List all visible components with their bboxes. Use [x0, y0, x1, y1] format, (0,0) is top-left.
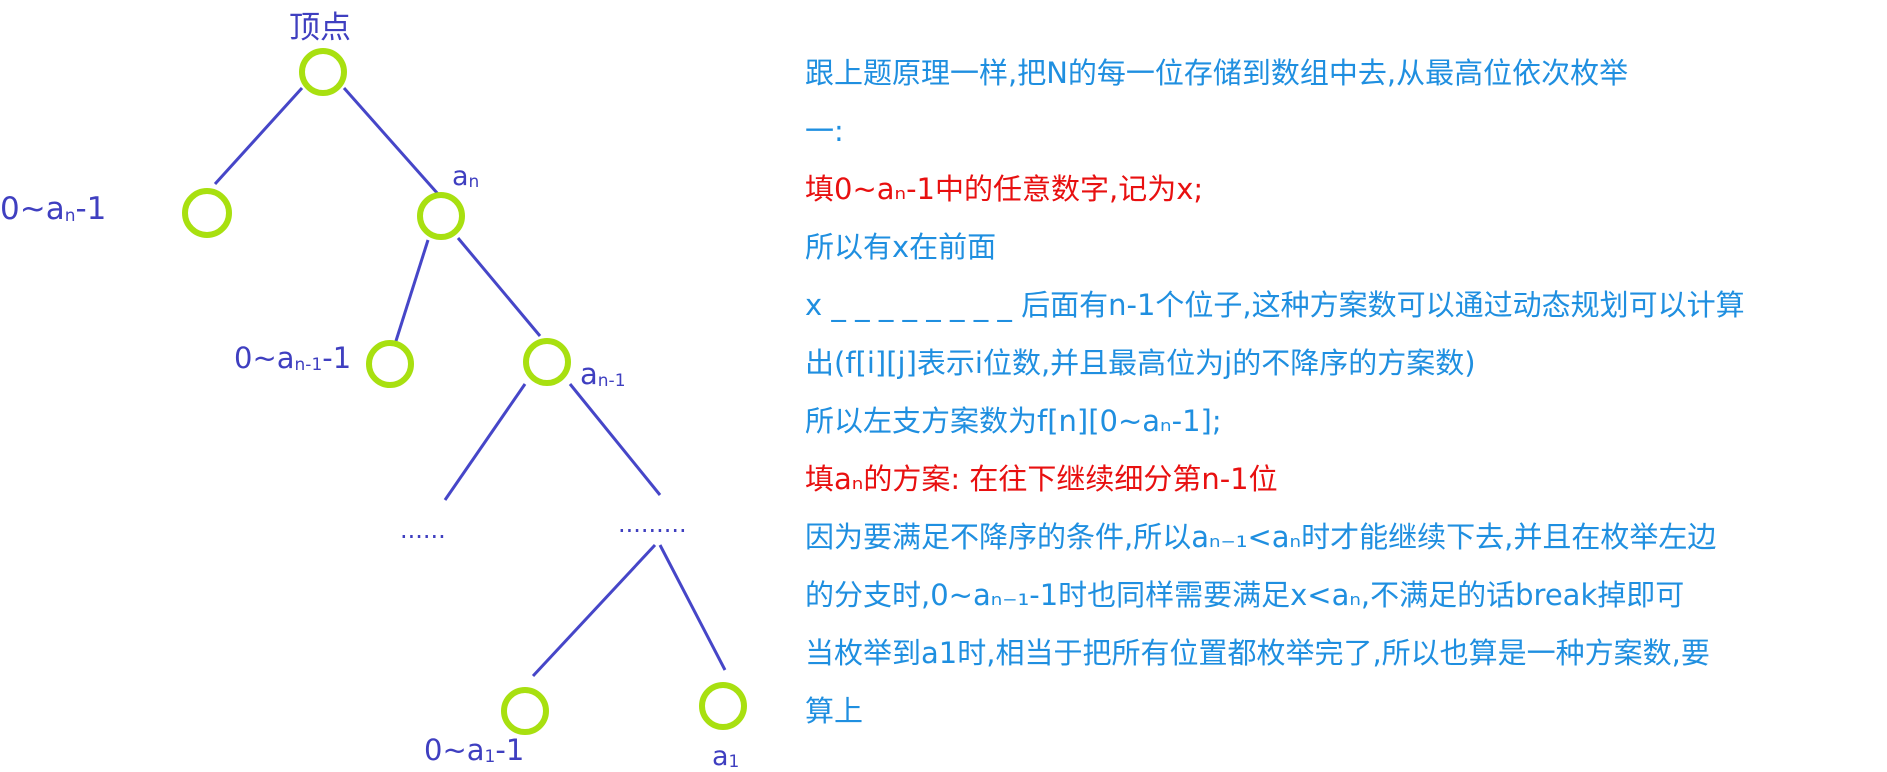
label-dots-right: .........	[618, 510, 687, 538]
label-dots-left: ......	[400, 516, 446, 544]
tree-node-a1	[699, 682, 747, 730]
label-left-1: 0~an-1	[0, 191, 106, 227]
label-right-1: an	[452, 161, 479, 192]
explanation-line-5: x _ _ _ _ _ _ _ _ 后面有n-1个位子,这种方案数可以通过动态规…	[805, 288, 1745, 322]
tree-node-root	[299, 48, 347, 96]
edge-an-left	[393, 239, 430, 345]
edge-root-right	[342, 87, 440, 195]
edge-dots-left	[531, 543, 657, 678]
explanation-line-7: 所以左支方案数为f[n][0~aₙ-1];	[805, 404, 1222, 438]
label-left-2: 0~an-1-1	[234, 341, 351, 375]
explanation-line-4: 所以有x在前面	[805, 230, 997, 264]
explanation-line-3: 填0~aₙ-1中的任意数字,记为x;	[805, 172, 1204, 206]
edge-an1-right	[568, 383, 662, 496]
label-left-3: 0~a1-1	[424, 733, 524, 767]
root-label: 顶点	[289, 10, 351, 46]
explanation-line-11: 当枚举到a1时,相当于把所有位置都枚举完了,所以也算是一种方案数,要	[805, 636, 1710, 670]
edge-root-left	[213, 86, 304, 186]
explanation-text: 跟上题原理一样,把N的每一位存储到数组中去,从最高位依次枚举 一: 填0~aₙ-…	[805, 44, 1887, 740]
edge-an-right	[456, 237, 542, 337]
label-right-2: an-1	[580, 357, 626, 391]
tree-node-an	[417, 192, 465, 240]
explanation-line-9: 因为要满足不降序的条件,所以aₙ₋₁<aₙ时才能继续下去,并且在枚举左边	[805, 520, 1717, 554]
edge-an1-left	[443, 383, 527, 501]
explanation-line-12: 算上	[805, 694, 864, 728]
edge-dots-right	[658, 544, 727, 671]
tree-node-left-1	[182, 188, 232, 238]
label-right-3: a1	[712, 741, 739, 772]
explanation-line-6: 出(f[i][j]表示i位数,并且最高位为j的不降序的方案数)	[805, 346, 1476, 380]
explanation-line-2: 一:	[805, 114, 844, 148]
tree-node-left-3	[501, 687, 549, 735]
explanation-line-10: 的分支时,0~aₙ₋₁-1时也同样需要满足x<aₙ,不满足的话break掉即可	[805, 578, 1685, 612]
tree-node-an-1	[523, 338, 571, 386]
explanation-line-1: 跟上题原理一样,把N的每一位存储到数组中去,从最高位依次枚举	[805, 56, 1629, 90]
tree-node-left-2	[366, 340, 414, 388]
explanation-line-8: 填aₙ的方案: 在往下继续细分第n-1位	[805, 462, 1278, 496]
